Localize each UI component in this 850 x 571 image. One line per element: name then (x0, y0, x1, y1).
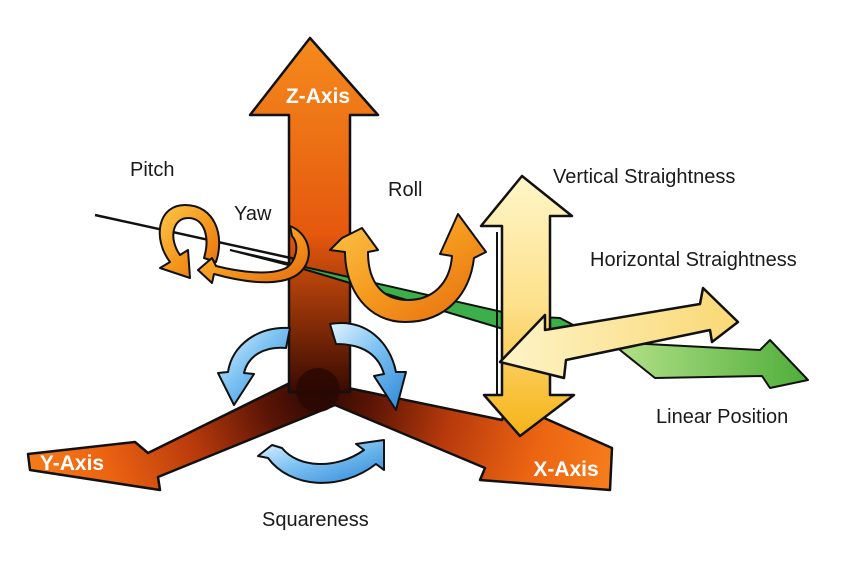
y-axis-arrow (26, 376, 337, 492)
pitch-axis-line (94, 213, 301, 262)
vertical-straightness-label: Vertical Straightness (553, 166, 735, 188)
squareness-arrow-left-icon (217, 326, 291, 406)
squareness-label: Squareness (262, 509, 369, 531)
roll-label: Roll (388, 179, 422, 201)
horizontal-straightness-label: Horizontal Straightness (590, 249, 797, 271)
linear-position-arrow (609, 339, 809, 389)
squareness-arrow-right-icon (329, 322, 407, 411)
roll-rotation-arrow-icon (329, 213, 487, 323)
linear-position-label: Linear Position (656, 406, 788, 428)
yaw-label: Yaw (234, 203, 272, 225)
horizontal-straightness-arrow (498, 286, 740, 380)
pitch-label: Pitch (130, 159, 174, 181)
z-axis-label: Z-Axis (286, 85, 350, 108)
squareness-arrow-bottom-icon (257, 439, 385, 484)
y-axis-label: Y-Axis (40, 452, 104, 475)
vertical-straightness-arrow (479, 174, 576, 438)
pitch-rotation-arrow-icon (158, 204, 221, 279)
yaw-rotation-arrow-icon (197, 225, 310, 284)
x-axis-label: X-Axis (533, 458, 598, 481)
